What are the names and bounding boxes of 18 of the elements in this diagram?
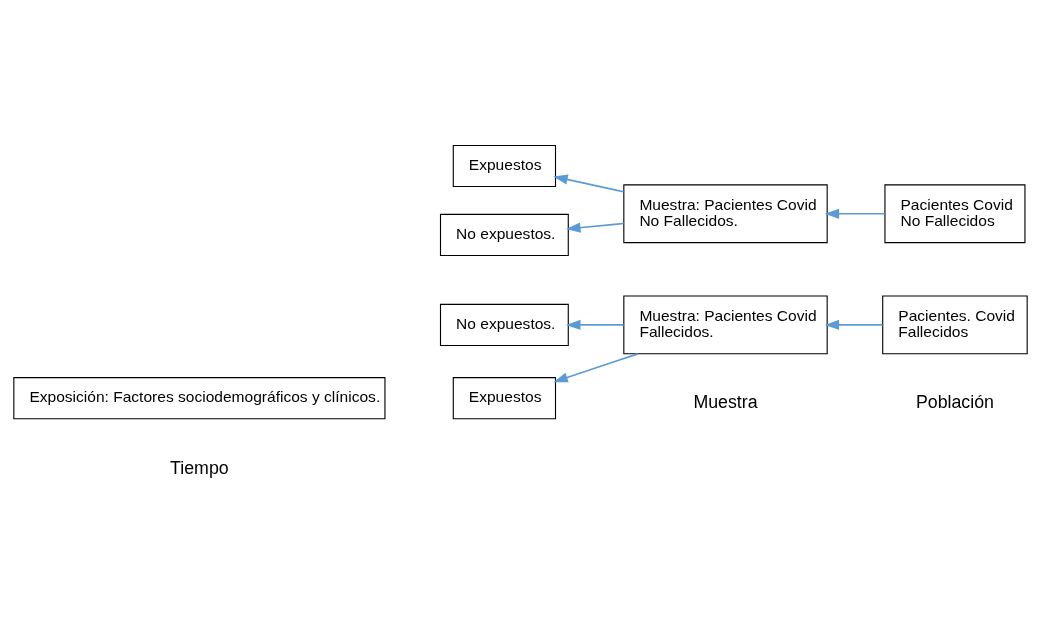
arrow — [824, 208, 886, 219]
label: Muestra — [693, 392, 758, 412]
node-box: Exposición: Factores sociodemográficos y clínicos. — [13, 377, 386, 420]
arrow — [566, 319, 625, 330]
node-box: Muestra: Pacientes Covid Fallecidos. — [623, 295, 828, 355]
arrow — [553, 174, 625, 193]
node-box: Pacientes. Covid Fallecidos — [882, 295, 1028, 355]
arrow — [824, 319, 884, 330]
arrow — [553, 353, 639, 383]
node-box: Muestra: Pacientes Covid No Fallecidos. — [623, 184, 828, 244]
node-box: Expuestos — [452, 377, 557, 420]
arrow — [566, 222, 625, 233]
label: Población — [915, 392, 994, 412]
node-box: Expuestos — [452, 144, 557, 188]
label: Tiempo — [170, 457, 229, 478]
node-box: No expuestos. — [439, 213, 569, 256]
node-box: No expuestos. — [439, 303, 569, 346]
node-box: Pacientes Covid No Fallecidos — [884, 184, 1026, 244]
